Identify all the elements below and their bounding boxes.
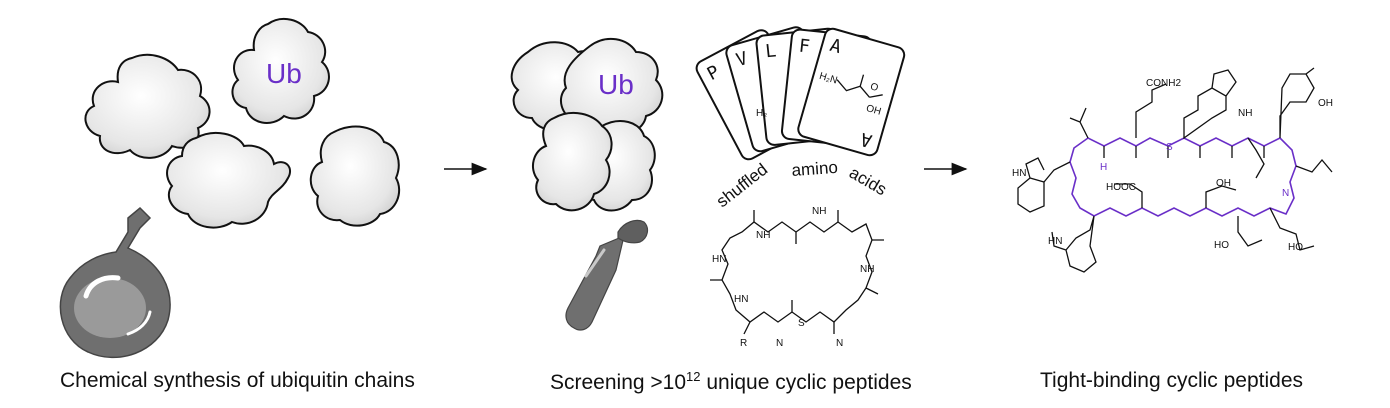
caption-synthesis: Chemical synthesis of ubiquitin chains [60, 369, 415, 392]
alanine-nh2: H₂N [818, 71, 839, 87]
p3-ho: HO [1214, 240, 1229, 251]
mc-nh: NH [812, 206, 826, 217]
p3-h: H [1100, 162, 1107, 173]
protein-blob [531, 111, 613, 212]
card-a [797, 27, 906, 157]
peptide-backbone [1069, 137, 1297, 217]
alanine-oh: OH [865, 103, 882, 118]
mc-n: N [836, 338, 843, 349]
amino-acid-cards: P V L F A A H₂N OH O [695, 26, 906, 161]
alanine-o: O [869, 81, 880, 94]
arc-word-acids: acids [846, 163, 890, 199]
mc-n: N [776, 338, 783, 349]
arc-word-amino: amino [791, 158, 839, 180]
p3-n: N [1282, 188, 1289, 199]
generic-macrocycle [710, 210, 884, 335]
p3-s: S [1166, 142, 1173, 153]
caption-screening-exponent: 12 [686, 369, 701, 384]
p3-oh: OH [1216, 178, 1231, 189]
card-h2-label: H₂ [756, 108, 767, 119]
panel-cyclic-peptide: CONH2 NH OH HN HOOC OH HN HO HO S H N [1012, 67, 1333, 273]
caption-screening-suffix: unique cyclic peptides [700, 371, 912, 394]
protein-blob [84, 53, 211, 159]
p3-hn: HN [1048, 236, 1062, 247]
card-f-label: F [798, 36, 811, 58]
p3-hooc: HOOC [1106, 182, 1136, 193]
p3-nh: NH [1238, 108, 1252, 119]
arc-word-shuffled: shuffled [713, 160, 771, 211]
p3-hn: HN [1012, 168, 1026, 179]
protein-blob [309, 125, 401, 227]
panel-synthesis: Ub [59, 17, 401, 359]
caption-screening: Screening >1012 unique cyclic peptides [550, 369, 912, 395]
protein-blob [231, 17, 330, 124]
peptide-labels: CONH2 NH OH HN HOOC OH HN HO HO S H N [1012, 78, 1333, 253]
flask-icon [59, 206, 171, 359]
mc-s: S [798, 318, 805, 329]
mc-hn: HN [712, 254, 726, 265]
p3-oh: OH [1318, 98, 1333, 109]
shuffled-amino-acids-label: shuffled amino acids [713, 158, 890, 211]
panel-screening: Ub P V L F [510, 26, 906, 349]
mc-hn: HN [734, 294, 748, 305]
protein-blob [166, 131, 292, 229]
card-l-label: L [764, 40, 777, 62]
caption-screening-prefix: Screening >10 [550, 371, 687, 394]
tube-icon [565, 219, 649, 331]
mc-nh: NH [756, 230, 770, 241]
mc-nh: NH [860, 264, 874, 275]
ubiquitin-label: Ub [266, 58, 302, 89]
caption-cyclic-peptides: Tight-binding cyclic peptides [1040, 369, 1304, 392]
generic-macrocycle-labels: NH NH NH HN HN S R N N [712, 206, 874, 349]
p3-conh2: CONH2 [1146, 78, 1181, 89]
ubiquitin-label: Ub [598, 69, 634, 100]
peptide-side-chains [1017, 67, 1333, 273]
p3-ho: HO [1288, 242, 1303, 253]
mc-r: R [740, 338, 747, 349]
